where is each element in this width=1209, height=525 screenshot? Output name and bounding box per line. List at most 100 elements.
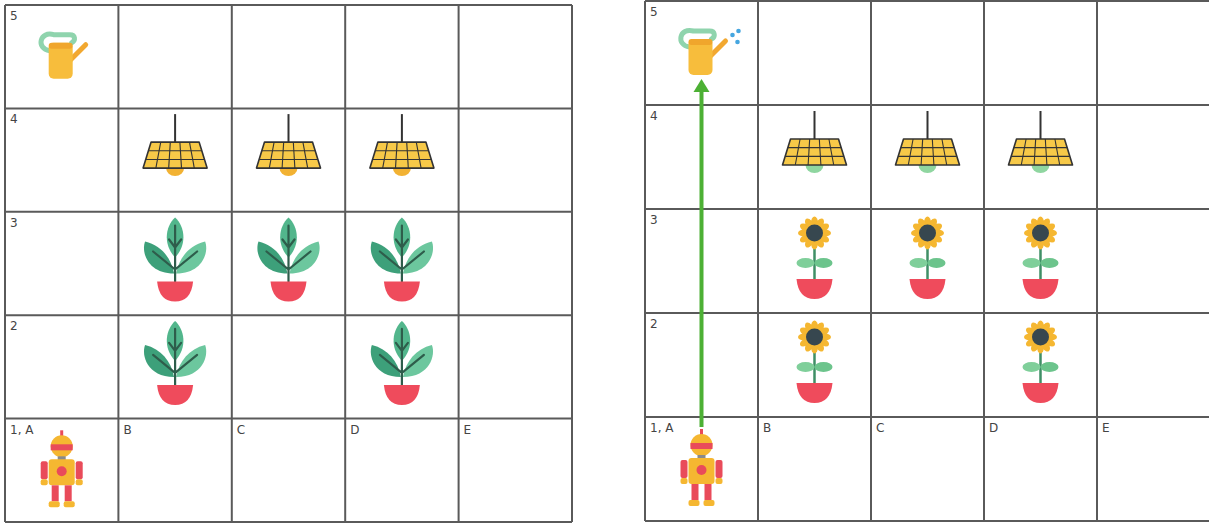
leaf: [1023, 258, 1041, 268]
robot-core: [57, 466, 67, 476]
robot-visor: [51, 444, 73, 450]
lamp-grid: [416, 142, 421, 168]
stem: [380, 329, 424, 385]
water-drop: [736, 29, 741, 34]
robot-foot: [704, 500, 715, 506]
stem: [153, 329, 197, 385]
grid-line: [117, 5, 119, 522]
robot-hand: [716, 478, 723, 484]
lamp-grid: [269, 142, 274, 168]
lamp-bulb: [393, 168, 411, 176]
grid-line: [983, 1, 985, 521]
can-handle: [681, 30, 714, 47]
stem: [380, 226, 424, 282]
cell-coordinate: 4: [10, 112, 18, 126]
can-body: [689, 39, 713, 75]
sunflower-icon: [1023, 321, 1059, 404]
lamp-grid: [1034, 139, 1036, 165]
robot-visor: [691, 443, 713, 449]
cell-coordinate: B: [763, 421, 771, 435]
leaf: [797, 362, 815, 372]
leaf: [815, 362, 833, 372]
grid-line: [5, 314, 572, 316]
plant-pot: [910, 279, 946, 299]
lamp-grid: [1011, 156, 1070, 157]
can-shade: [49, 43, 73, 49]
lamp-grid: [1045, 139, 1047, 165]
lamp-grid: [190, 142, 195, 168]
grid-line: [644, 1, 646, 521]
grid-line: [645, 312, 1209, 314]
cell-coordinate: E: [464, 423, 472, 437]
plant-pot: [157, 385, 193, 405]
lamp-bulb: [806, 165, 824, 173]
plant-pot: [271, 282, 307, 302]
grid-line: [5, 211, 572, 213]
lamp-grid: [156, 142, 161, 168]
lamp-grid: [262, 150, 315, 151]
lamp-wire: [401, 114, 403, 142]
flower-center: [806, 329, 823, 346]
leaf: [1041, 362, 1059, 372]
cell-coordinate: 3: [10, 216, 18, 230]
lamp-grid: [1014, 147, 1067, 148]
grid-line: [5, 4, 572, 6]
sunflower-icon: [797, 321, 833, 404]
flower-center: [919, 225, 936, 242]
flower-center: [1032, 225, 1049, 242]
robot-head: [691, 434, 713, 456]
lamp-grid: [383, 142, 388, 168]
lamp-panel: [896, 139, 960, 165]
can-body: [49, 43, 73, 79]
lamp-bulb: [166, 168, 184, 176]
seedling-icon: [371, 218, 433, 302]
flower-center: [806, 225, 823, 242]
grid-line: [458, 5, 460, 522]
grid-line: [571, 5, 573, 522]
stem: [267, 226, 311, 282]
seedling-icon: [257, 218, 319, 302]
water-drop: [730, 33, 735, 38]
lamp-grid: [375, 150, 428, 151]
grid-line: [1096, 1, 1098, 521]
robot-hand: [76, 479, 83, 485]
robot-leg: [65, 485, 72, 501]
robot-head: [51, 435, 73, 457]
lamp-grid: [795, 139, 800, 165]
water-drop: [735, 40, 740, 45]
grid-line: [5, 107, 572, 109]
cell-coordinate: D: [350, 423, 359, 437]
lamp-grid: [788, 147, 841, 148]
robot-icon: [681, 429, 723, 506]
plant-pot: [157, 282, 193, 302]
robot-foot: [64, 501, 75, 507]
flower-center: [1032, 329, 1049, 346]
grid-line: [645, 416, 1209, 418]
robot-hand: [681, 478, 688, 484]
robot-hand: [41, 479, 48, 485]
lamp-wire: [174, 114, 176, 142]
lamp-grid: [932, 139, 934, 165]
lamp-grid: [407, 142, 409, 168]
lamp-wire: [814, 111, 816, 139]
grid-line: [231, 5, 233, 522]
robot-leg: [705, 484, 712, 500]
grid-line: [5, 521, 572, 523]
watering-can-icon: [41, 34, 86, 79]
cell-coordinate: D: [989, 421, 998, 435]
cell-coordinate: 1, A: [10, 423, 33, 437]
cell-coordinate: 2: [10, 319, 18, 333]
lamp-bulb: [919, 165, 937, 173]
grid-line: [870, 1, 872, 521]
sunflower-icon: [1023, 217, 1059, 300]
lamp-panel: [783, 139, 847, 165]
grid: [5, 5, 572, 522]
plant-pot: [1023, 383, 1059, 403]
lamp-grid: [396, 142, 398, 168]
lamp-grid: [785, 156, 844, 157]
leaf: [1023, 362, 1041, 372]
lamp-grid: [819, 139, 821, 165]
lamp-wire: [927, 111, 929, 139]
grid-line: [5, 418, 572, 420]
robot-arm: [41, 461, 48, 479]
